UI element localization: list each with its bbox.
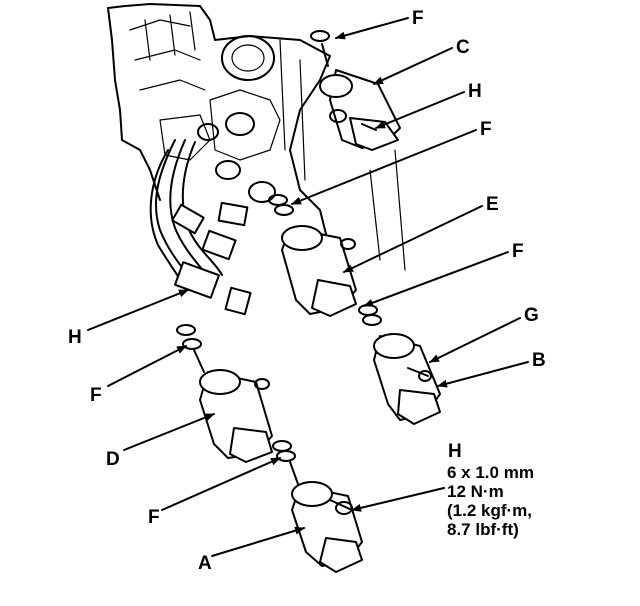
label-f-top: F [412,8,424,29]
transmission-housing [107,3,406,301]
spec-bolt-size: 6 x 1.0 mm [447,463,534,482]
solenoid-e [268,194,357,317]
label-h-left: H [68,327,82,348]
label-h-bottom: H [448,441,462,462]
bolts [329,123,429,511]
solenoid-d [176,324,273,463]
spec-torque-nm: 12 N·m [447,482,504,501]
label-f-bottom: F [148,507,160,528]
label-d: D [106,449,120,470]
leader-lines [87,17,529,557]
label-f-left: F [90,385,102,406]
label-a: A [198,553,212,574]
label-b: B [532,350,546,371]
torque-spec: 6 x 1.0 mm 12 N·m (1.2 kgf·m, 8.7 lbf·ft… [447,463,534,539]
spec-torque-lbf: 8.7 lbf·ft) [447,520,519,539]
spec-torque-kgf: (1.2 kgf·m, [447,501,533,520]
label-g: G [524,305,539,326]
solenoid-c [310,30,401,151]
label-h-top: H [468,81,482,102]
label-f-upper-mid: F [480,119,492,140]
label-e: E [486,194,499,215]
solenoid-b [358,304,441,425]
label-f-mid: F [512,241,524,262]
solenoid-a [272,440,363,573]
wire-harness [149,139,252,316]
label-c: C [456,37,470,58]
